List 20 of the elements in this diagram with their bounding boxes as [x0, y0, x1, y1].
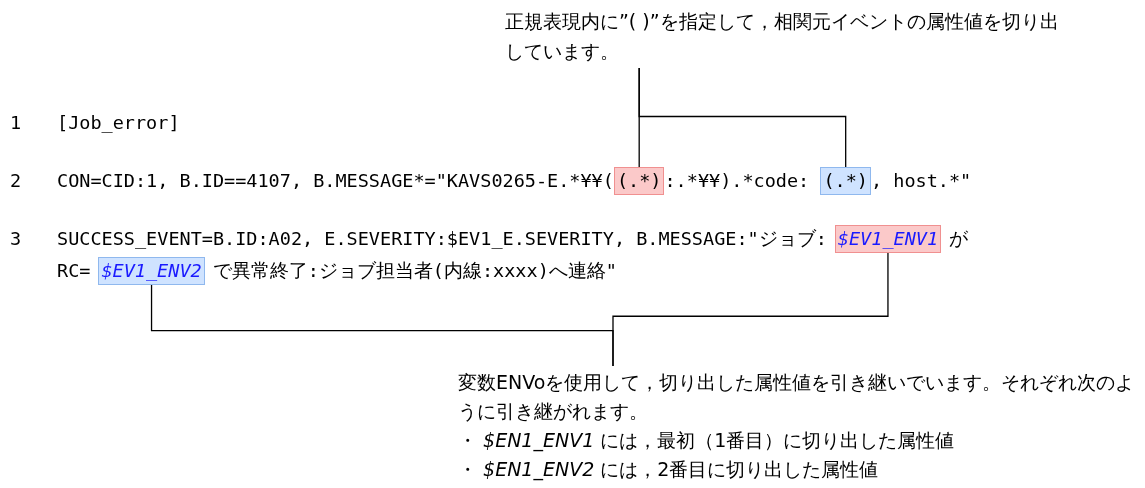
bullet-item: ・ $EN1_ENV2 には，2番目に切り出した属性値 [458, 457, 880, 483]
code-text: CON=CID:1, B.ID==4107, B.MESSAGE*="KAVS0265-E.*¥¥( [57, 170, 614, 191]
code-text: , host.*" [870, 170, 972, 191]
highlighted-code: (.*) [613, 167, 665, 195]
leader-line [150, 284, 614, 367]
line-number: 1 [10, 111, 22, 135]
callout-text: 正規表現内に”( )”を指定して，相関元イベントの属性値を切り出しています。 [505, 6, 1075, 66]
code-text: RC= [57, 260, 91, 281]
highlighted-variable: $EV1_ENV1 [834, 225, 942, 253]
bullet-item: ・ $EN1_ENV1 には，最初（1番目）に切り出した属性値 [458, 428, 956, 454]
leader-line [638, 67, 847, 168]
code-text: [Job_error] [57, 112, 180, 133]
code-text: で異常終了:ジョブ担当者(内線:xxxx)へ連絡" [212, 260, 617, 281]
highlighted-variable: $EV1_ENV2 [98, 257, 205, 285]
line-number: 3 [10, 227, 22, 251]
highlighted-code: (.*) [820, 167, 871, 195]
line-number: 2 [10, 169, 22, 193]
callout-text: 変数ENVoを使用して，切り出した属性値を引き継いでいます。それぞれ次のように引き継がれます。 [458, 370, 1136, 424]
code-text: :.*¥¥).*code: [664, 170, 811, 191]
code-text: SUCCESS_EVENT=B.ID:A02, E.SEVERITY:$EV1_E.SEVERITY, B.MESSAGE:"ジョブ: [57, 228, 827, 249]
